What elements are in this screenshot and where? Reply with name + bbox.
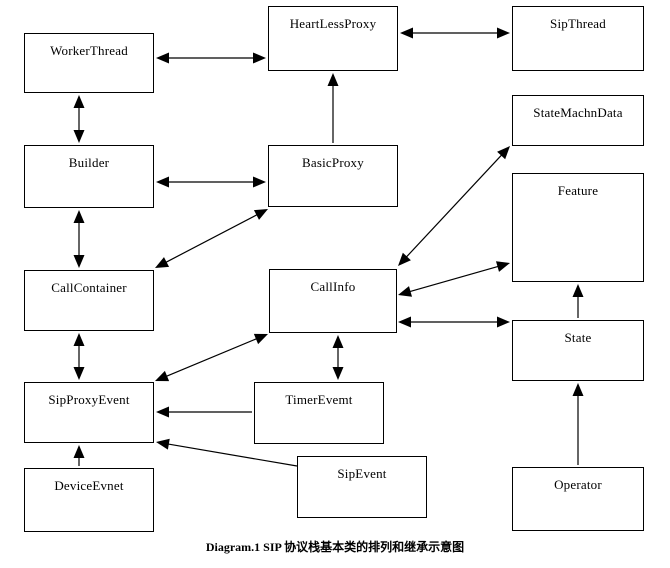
- node-operator[interactable]: Operator: [512, 467, 644, 531]
- node-callinfo[interactable]: CallInfo: [269, 269, 397, 333]
- node-sipthread[interactable]: SipThread: [512, 6, 644, 71]
- node-label: CallInfo: [310, 279, 356, 294]
- node-label: HeartLessProxy: [289, 16, 377, 31]
- edge-callcontainer-basicproxy: [155, 209, 268, 268]
- node-workerthread[interactable]: WorkerThread: [24, 33, 154, 93]
- edge-callcontainer-sipproxyevent: [73, 333, 85, 380]
- node-label: State: [564, 330, 592, 345]
- node-builder[interactable]: Builder: [24, 145, 154, 208]
- node-label: SipProxyEvent: [48, 392, 130, 407]
- node-statemachndata[interactable]: StateMachnData: [512, 95, 644, 146]
- node-label: BasicProxy: [302, 155, 364, 170]
- edge-sipproxyevent-callinfo: [155, 333, 268, 382]
- node-sipproxyevent[interactable]: SipProxyEvent: [24, 382, 154, 443]
- node-label: SipEvent: [337, 466, 387, 481]
- edge-callinfo-feature: [398, 261, 510, 297]
- edge-workerthread-heartlessproxy: [156, 52, 266, 64]
- edge-state-feature: [572, 284, 584, 318]
- edge-sipevent-sipproxyevent: [156, 438, 298, 467]
- node-label: Feature: [557, 183, 599, 198]
- node-basicproxy[interactable]: BasicProxy: [268, 145, 398, 207]
- edge-workerthread-builder: [73, 95, 85, 143]
- edge-heartlessproxy-sipthread: [400, 27, 510, 39]
- edge-callinfo-state: [398, 316, 510, 328]
- edge-deviceevnet-sipproxyevent: [73, 445, 85, 466]
- node-feature[interactable]: Feature: [512, 173, 644, 282]
- node-heartlessproxy[interactable]: HeartLessProxy: [268, 6, 398, 71]
- node-label: SipThread: [550, 16, 606, 31]
- node-timerevemt[interactable]: TimerEvemt: [254, 382, 384, 444]
- node-label: CallContainer: [51, 280, 127, 295]
- node-label: TimerEvemt: [285, 392, 353, 407]
- node-label: DeviceEvnet: [54, 478, 124, 493]
- node-label: StateMachnData: [533, 105, 623, 120]
- node-label: Builder: [68, 155, 110, 170]
- node-label: Operator: [554, 477, 602, 492]
- edge-basicproxy-heartlessproxy: [327, 73, 339, 143]
- node-deviceevnet[interactable]: DeviceEvnet: [24, 468, 154, 532]
- edge-builder-basicproxy: [156, 176, 266, 188]
- edge-callinfo-timerevemt: [332, 335, 344, 380]
- edge-operator-state: [572, 383, 584, 465]
- edge-timerevemt-sipproxyevent: [156, 406, 252, 418]
- edge-callinfo-statemachndata: [398, 146, 510, 266]
- node-label: WorkerThread: [50, 43, 128, 58]
- diagram-caption: Diagram.1 SIP 协议栈基本类的排列和继承示意图: [205, 540, 465, 554]
- edge-builder-callcontainer: [73, 210, 85, 268]
- node-callcontainer[interactable]: CallContainer: [24, 270, 154, 331]
- node-sipevent[interactable]: SipEvent: [297, 456, 427, 518]
- node-state[interactable]: State: [512, 320, 644, 381]
